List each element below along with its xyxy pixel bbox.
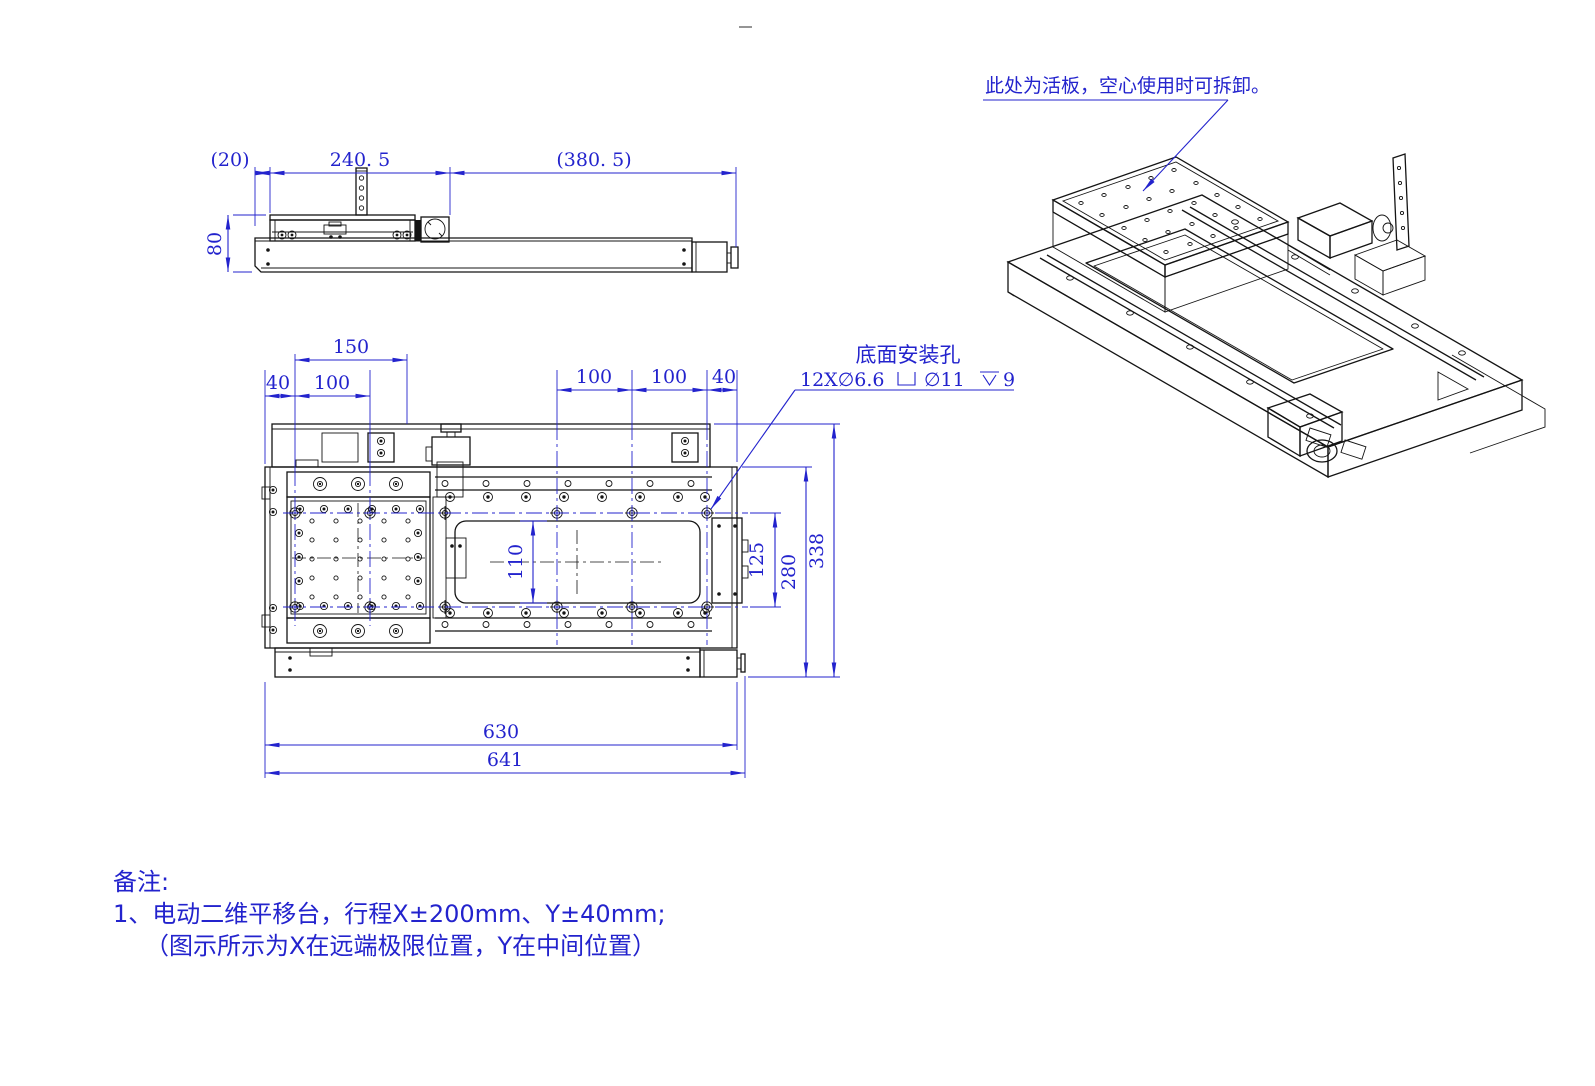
side-view-dimensions: (20) 240. 5 (380. 5) 80 <box>204 149 737 273</box>
isometric-view: 此处为活板，空心使用时可拆卸。 <box>983 75 1546 479</box>
mounting-note-depth: 9 <box>1003 369 1015 391</box>
notes-header: 备注: <box>113 868 170 896</box>
dim-40-left: 40 <box>266 372 290 394</box>
top-view: 150 40 100 100 100 40 110 125 280 <box>261 336 1015 778</box>
dim-125: 125 <box>746 542 768 578</box>
mounting-hole-leader <box>710 389 796 510</box>
mounting-note-count: 12X∅6.6 <box>800 369 884 391</box>
dim-100-left: 100 <box>314 372 350 394</box>
dim-280: 280 <box>778 554 800 590</box>
mounting-note-cbore: ∅11 <box>924 369 965 391</box>
mounting-holes <box>287 505 715 615</box>
dim-630: 630 <box>483 721 519 743</box>
side-view: (20) 240. 5 (380. 5) 80 <box>204 149 739 273</box>
dim-380-5: (380. 5) <box>556 149 631 171</box>
notes-line1: 1、电动二维平移台，行程X±200mm、Y±40mm; <box>113 900 666 928</box>
dim-100-mid: 100 <box>576 366 612 388</box>
mounting-hole-callout: 底面安装孔 12X∅6.6 ∅11 9 <box>710 343 1015 510</box>
depth-symbol-arrow <box>982 374 997 387</box>
mounting-note-title: 底面安装孔 <box>856 343 961 367</box>
dim-150: 150 <box>333 336 369 358</box>
flap-annotation: 此处为活板，空心使用时可拆卸。 <box>983 75 1270 192</box>
top-view-dimensions: 150 40 100 100 100 40 110 125 280 <box>264 336 840 778</box>
dim-240-5: 240. 5 <box>330 149 390 171</box>
counterbore-symbol <box>897 372 916 386</box>
notes-line2: （图示所示为X在远端极限位置，Y在中间位置） <box>145 932 657 960</box>
dim-110: 110 <box>505 544 527 580</box>
dim-80: 80 <box>204 232 226 256</box>
flap-note-leader <box>1142 99 1229 192</box>
dim-100-right: 100 <box>651 366 687 388</box>
dim-338: 338 <box>806 533 828 569</box>
dim-40-right: 40 <box>712 366 736 388</box>
dim-641: 641 <box>487 749 523 771</box>
flap-note-text: 此处为活板，空心使用时可拆卸。 <box>985 75 1270 97</box>
bottom-notes: 备注: 1、电动二维平移台，行程X±200mm、Y±40mm; （图示所示为X在… <box>113 866 666 962</box>
dim-20: (20) <box>210 149 249 171</box>
